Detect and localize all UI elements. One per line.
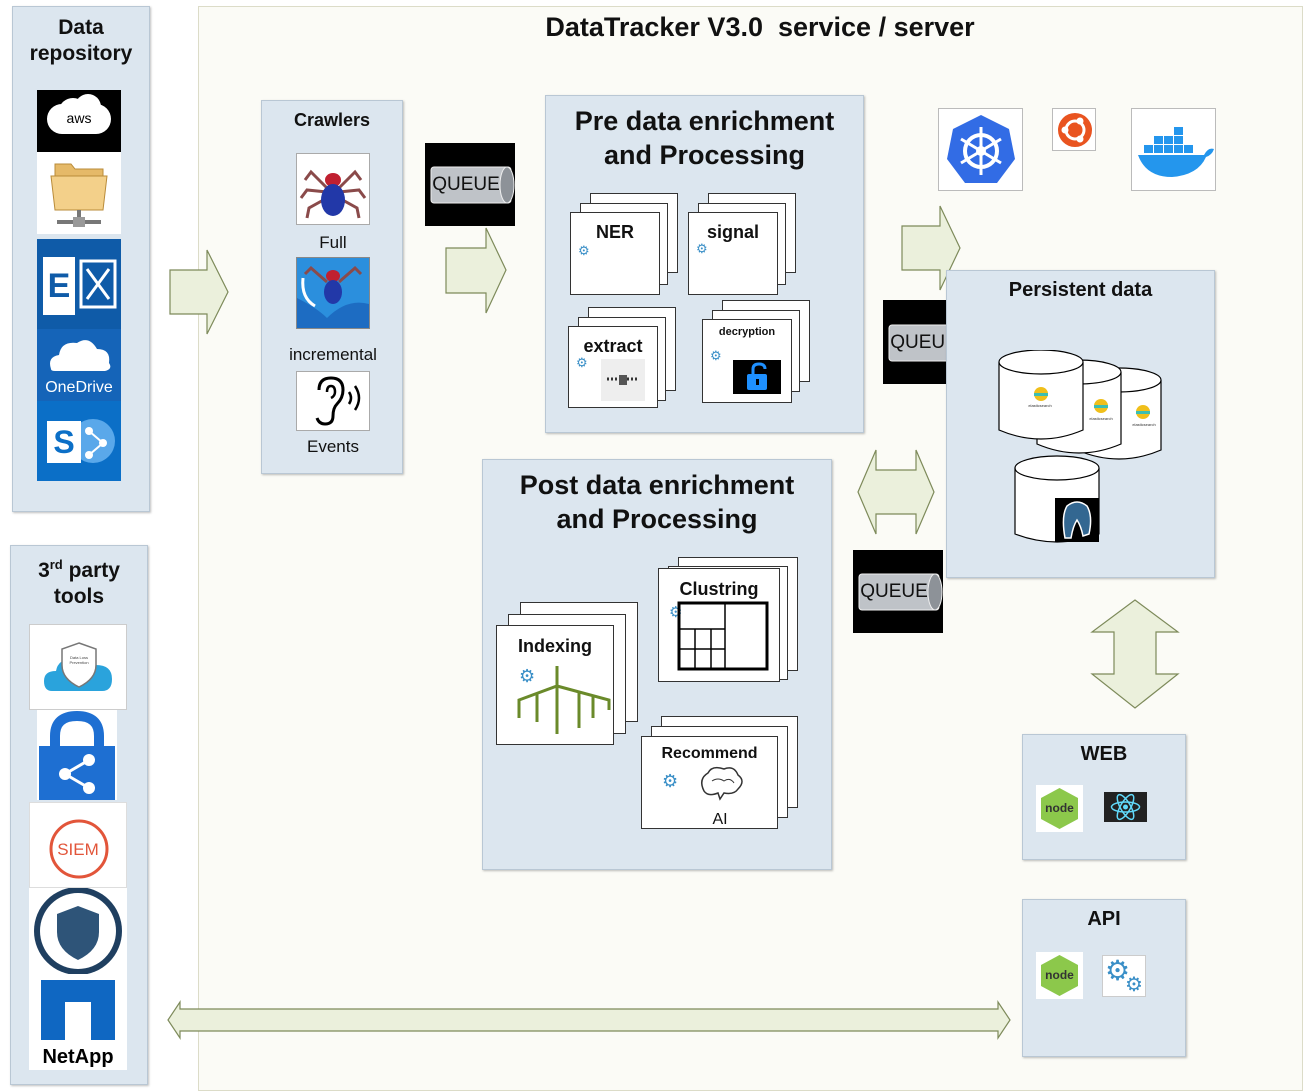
queue-to-pre-arrow	[445, 227, 507, 314]
zipper-icon	[601, 359, 645, 401]
docker-icon	[1131, 108, 1216, 191]
sharepoint-icon: S	[37, 401, 121, 481]
cluster-grid-icon	[677, 601, 769, 671]
gears-icon: ⚙ ⚙	[1102, 955, 1146, 997]
repository-to-crawlers-arrow	[169, 249, 229, 335]
third-party-tools-title: 3rd party tools	[38, 557, 120, 608]
gears-icon: ⚙	[662, 771, 679, 791]
gears-icon: ⚙	[696, 241, 708, 256]
unlock-icon	[733, 360, 781, 394]
post-enrichment-title: Post data enrichment and Processing	[519, 470, 795, 534]
server-title: DataTracker V3.0 service / server	[545, 12, 975, 42]
incremental-spider-icon	[296, 257, 370, 329]
queue-post: QUEUE	[853, 550, 943, 633]
crawler-full-label: Full	[319, 233, 347, 252]
gears-icon: ⚙	[578, 243, 590, 258]
ear-icon	[296, 371, 370, 431]
crawler-incremental-label: incremental	[289, 345, 377, 364]
extract-card: extract ⚙	[568, 326, 658, 408]
svg-text:S: S	[53, 424, 74, 460]
onedrive-icon: OneDrive	[37, 329, 121, 401]
crawler-events-label: Events	[307, 437, 359, 456]
gears-icon: ⚙	[576, 355, 588, 370]
decryption-card: decryption ⚙	[702, 319, 792, 403]
siem-icon: SIEM	[29, 802, 127, 888]
gears-icon: ⚙	[519, 666, 536, 686]
aws-icon: aws	[37, 90, 121, 152]
spider-icon	[296, 153, 370, 225]
exchange-icon: E	[37, 239, 121, 329]
ner-card: NER ⚙	[570, 212, 660, 295]
clustring-card: Clustring ⚙	[658, 568, 780, 682]
crawlers-title: Crawlers	[293, 110, 371, 130]
tools-api-double-arrow	[167, 1000, 1011, 1040]
recommend-card: Recommend ⚙ AI	[641, 736, 778, 829]
pre-enrichment-title: Pre data enrichment and Processing	[574, 106, 835, 170]
post-persistent-double-arrow	[857, 449, 935, 535]
postgresql-icon	[1055, 498, 1099, 542]
react-icon	[1104, 792, 1147, 822]
nodejs-icon: node	[1036, 952, 1083, 999]
data-repository-title: Data repository	[29, 16, 133, 65]
persistent-web-double-arrow	[1090, 599, 1180, 709]
gears-icon: ⚙	[710, 348, 722, 363]
pre-to-persistent-arrow	[901, 205, 961, 291]
web-title: WEB	[1080, 743, 1128, 765]
elasticsearch-icon	[1034, 387, 1150, 419]
tree-icon	[517, 666, 611, 734]
svg-text:E: E	[48, 267, 71, 305]
queue-crawlers: QUEUE	[425, 143, 515, 226]
brain-icon	[701, 766, 743, 801]
kubernetes-icon	[938, 108, 1023, 191]
indexing-card: Indexing ⚙	[496, 625, 614, 745]
api-title: API	[1087, 908, 1121, 930]
network-folder-icon	[37, 152, 121, 234]
signal-card: signal ⚙	[688, 212, 778, 295]
nodejs-icon: node	[1036, 785, 1083, 832]
secure-share-icon	[37, 710, 117, 800]
database-cylinders	[998, 350, 1162, 543]
shield-icon	[29, 888, 127, 974]
data-loss-prevention-icon: Data Loss Prevention	[29, 624, 127, 710]
netapp-icon: NetApp	[29, 974, 127, 1070]
persistent-data-title: Persistent data	[1008, 279, 1153, 301]
ubuntu-icon	[1052, 108, 1096, 151]
